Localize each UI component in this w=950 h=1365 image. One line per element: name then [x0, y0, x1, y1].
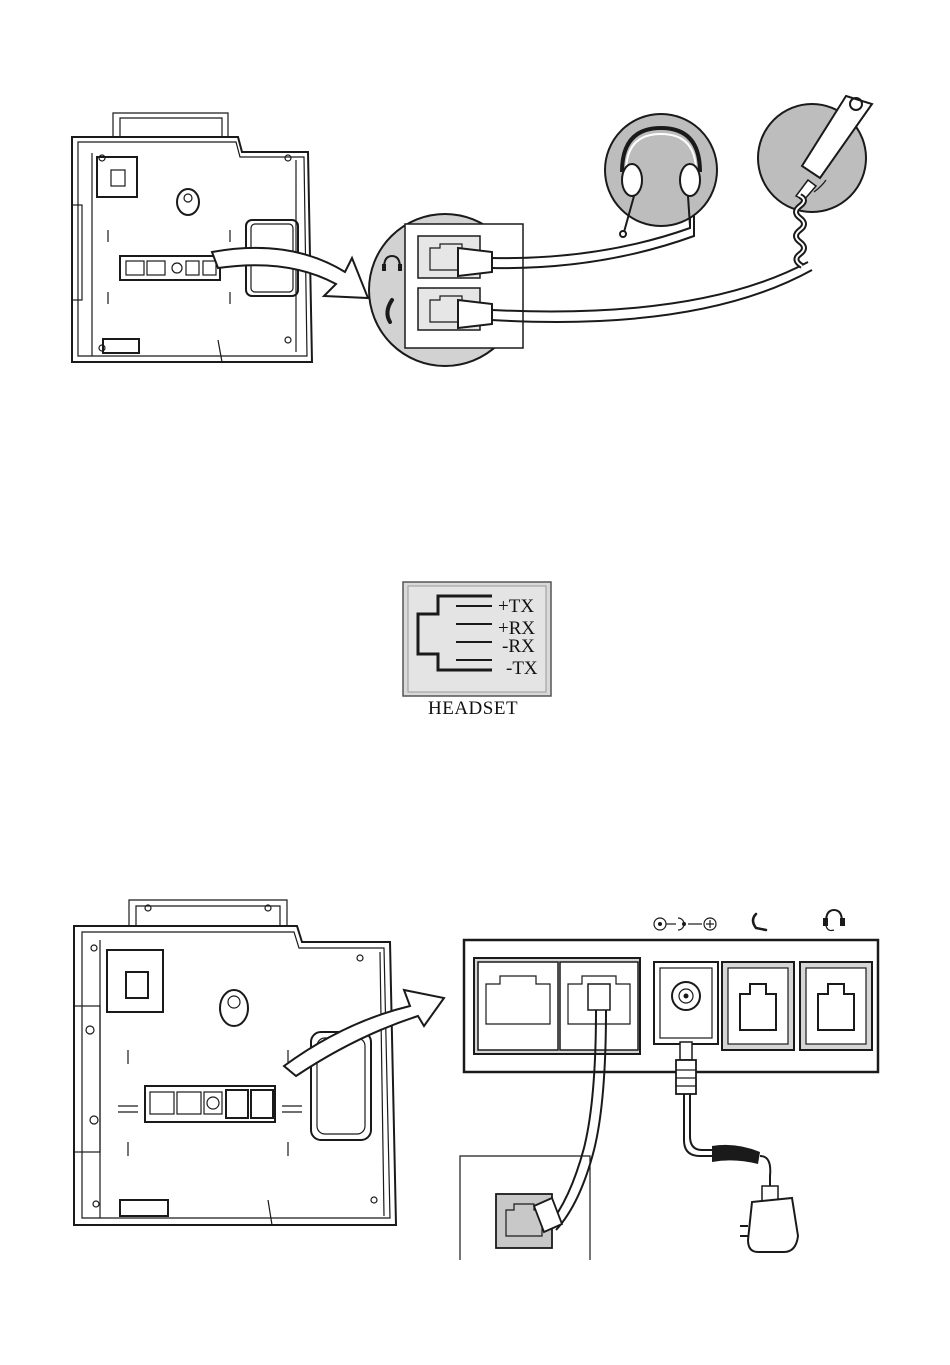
- headset-pinout-svg: +TX +RX -RX -TX HEADSET: [0, 570, 950, 730]
- port-zoom-circle: [369, 214, 523, 366]
- headset-handset-connection-figure: [0, 0, 950, 400]
- network-power-connection-svg: [0, 880, 950, 1280]
- power-polarity-icon: [654, 918, 716, 930]
- network-power-connection-figure: [0, 880, 950, 1280]
- port-panel: [464, 940, 878, 1072]
- headset-handset-connection-svg: [0, 0, 950, 400]
- pin-label-3: -RX: [502, 636, 535, 657]
- connection-arrow-top: [212, 248, 368, 298]
- handset-icon: [753, 914, 766, 930]
- ethernet-plug: [588, 984, 610, 1010]
- pin-label-4: -TX: [506, 658, 538, 679]
- connection-arrow-bottom: [284, 990, 444, 1076]
- phone-back-bottom: [74, 900, 396, 1225]
- headset-icon: [823, 910, 845, 931]
- headset-pinout-figure: +TX +RX -RX -TX HEADSET: [0, 570, 950, 730]
- power-adapter: [676, 1042, 798, 1252]
- headset-label: HEADSET: [428, 698, 518, 719]
- phone-back-top: [72, 113, 312, 362]
- headset-circle: [605, 114, 717, 237]
- handset-circle: [758, 96, 872, 212]
- network-wall-jack: [460, 1156, 590, 1260]
- pin-label-1: +TX: [498, 596, 534, 617]
